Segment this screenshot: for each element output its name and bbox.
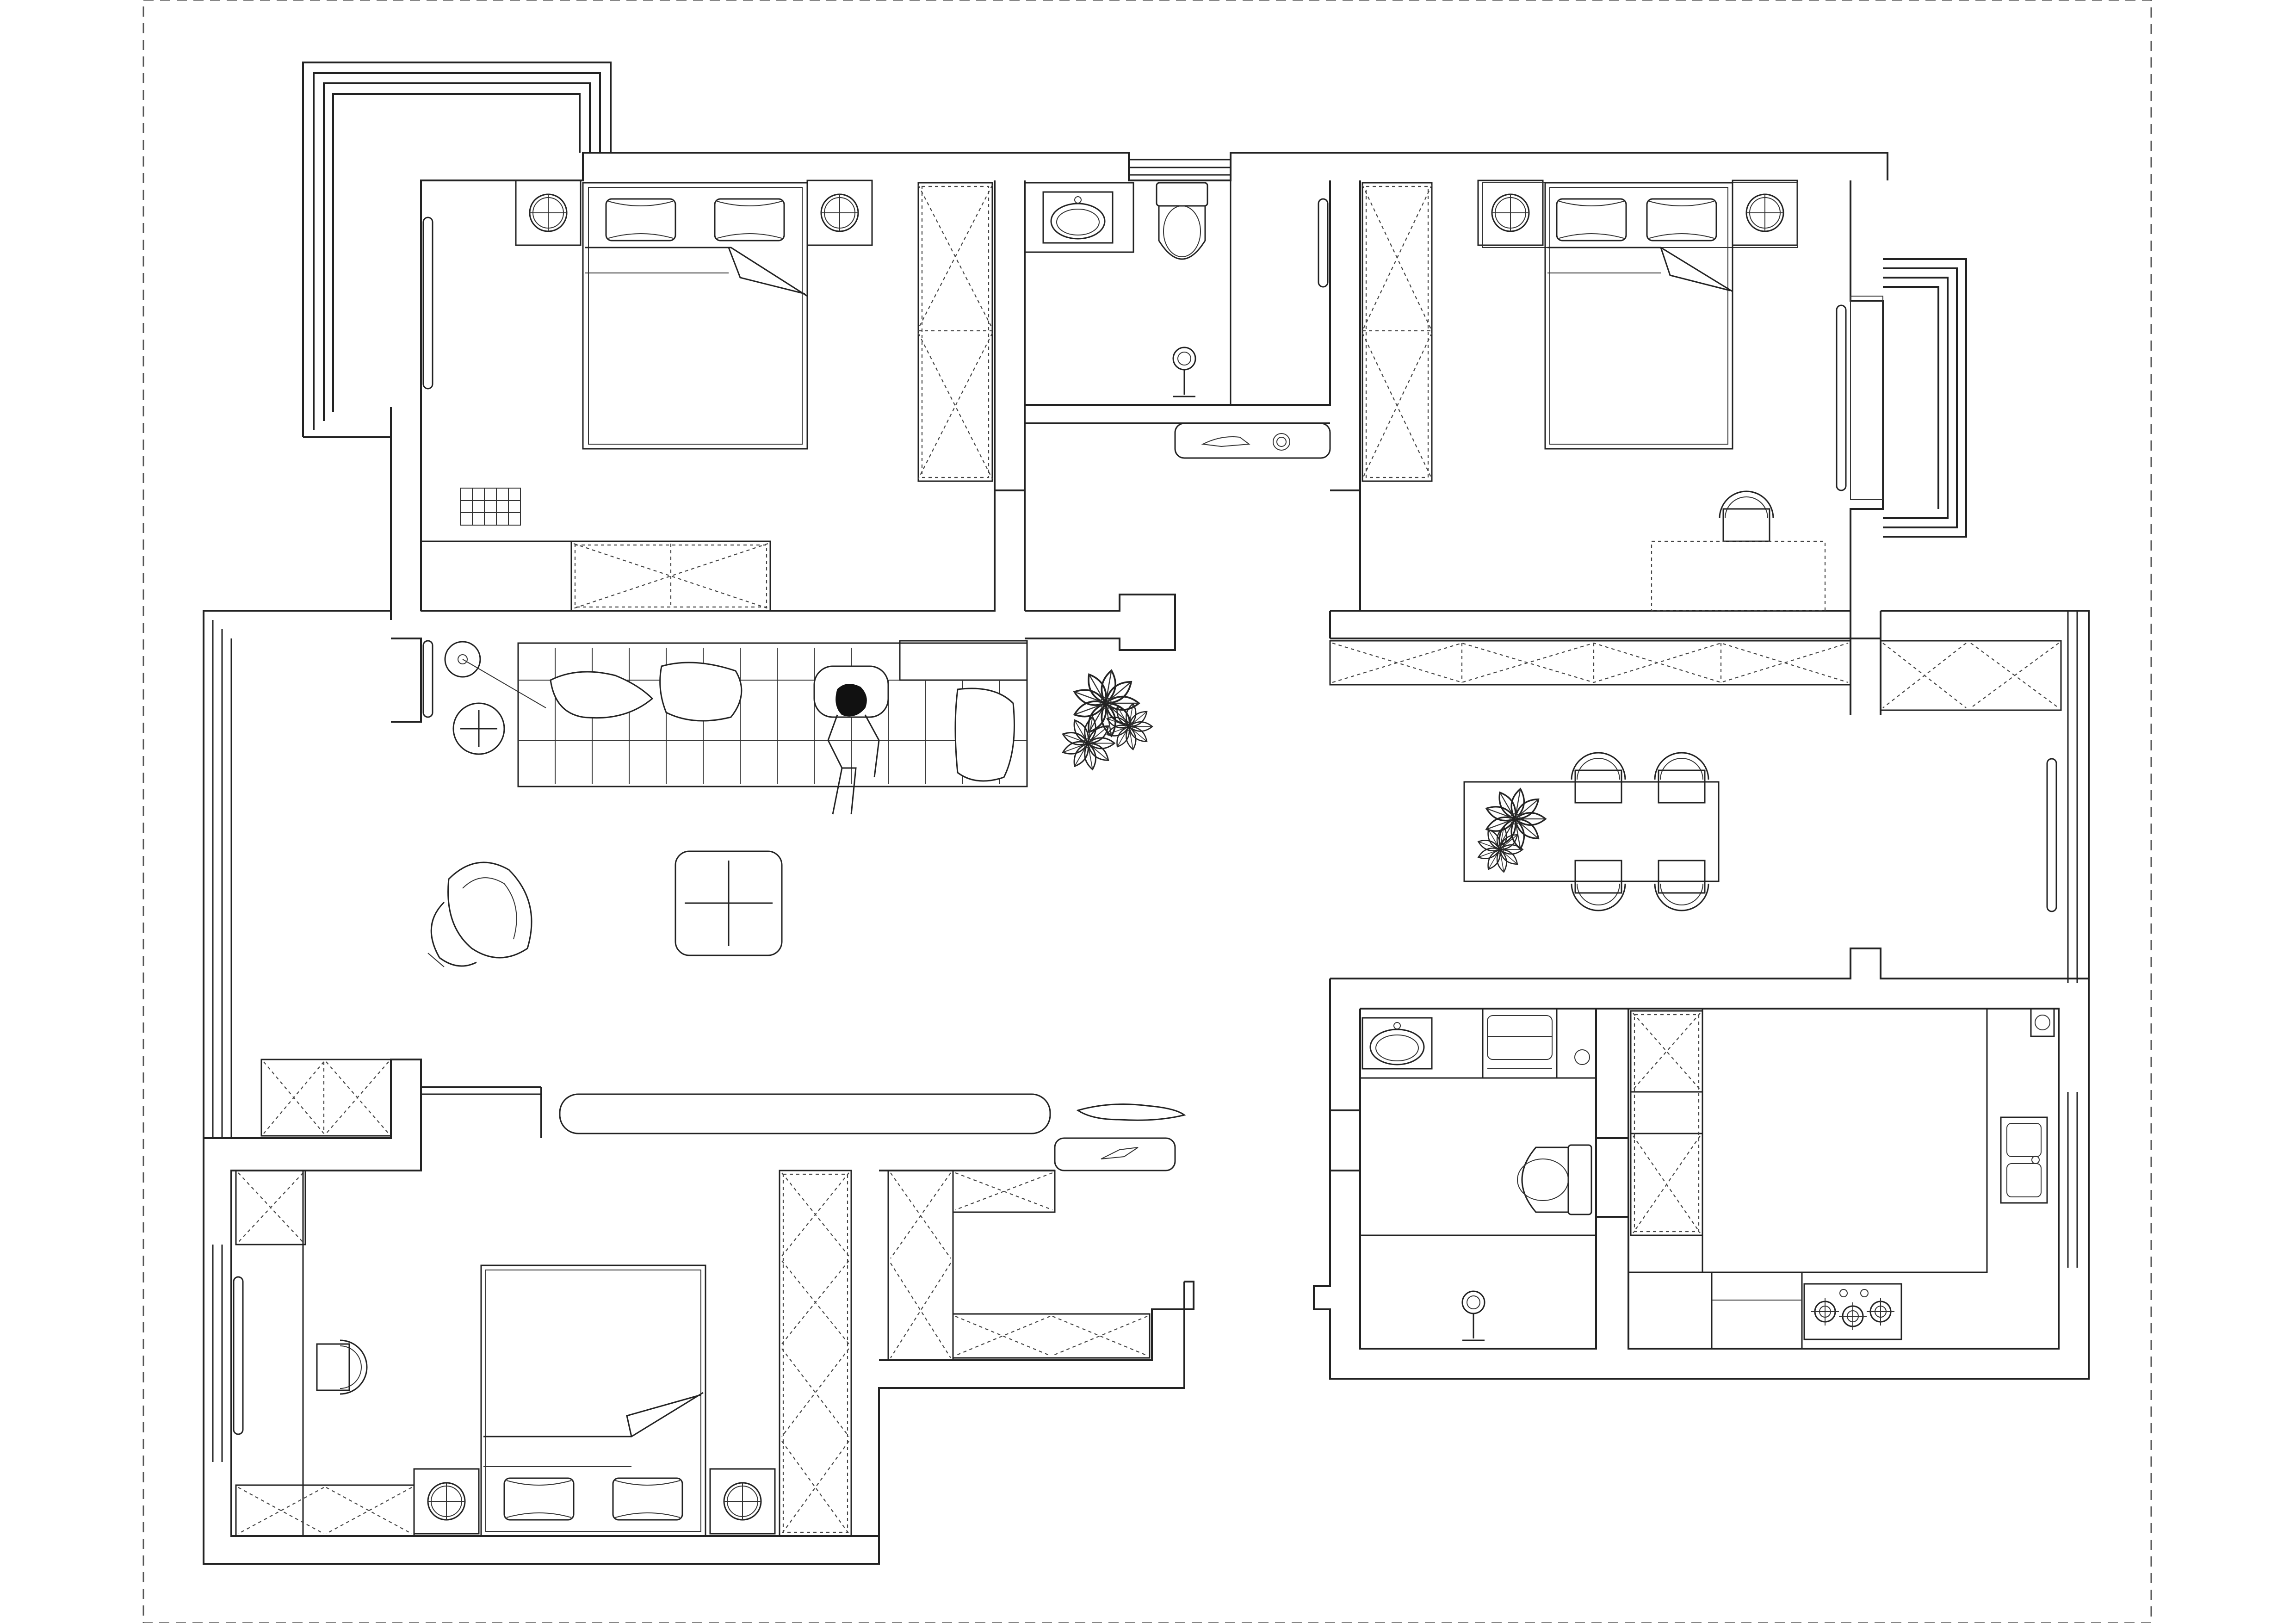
- bed-top-left: [582, 182, 808, 450]
- tv-cabinet: [1329, 640, 1851, 686]
- living-room: [427, 640, 2062, 967]
- dining-table: [1463, 781, 1720, 882]
- plant-living: [1061, 669, 1152, 771]
- bedroom-top-left: [420, 180, 993, 612]
- wardrobe-top-right: [1362, 182, 1433, 482]
- kitchen: [1628, 1008, 2055, 1350]
- cooktop: [1803, 1283, 1902, 1340]
- person-figure: [813, 665, 889, 815]
- washing-machine: [1482, 1008, 1558, 1079]
- toilet-bottom: [1517, 1144, 1592, 1215]
- keypad-grid: [460, 488, 521, 526]
- window-bars: [233, 198, 2057, 1435]
- wardrobe-bottom-left: [779, 1170, 852, 1537]
- cabinet-top-left: [570, 540, 771, 612]
- wardrobe-top-left: [917, 182, 993, 482]
- drawing-frame: [142, 0, 2152, 1623]
- lounge-chair: [427, 861, 532, 967]
- bathroom-top: [1024, 182, 1331, 459]
- exterior-walls: [203, 62, 2090, 1565]
- interior-walls: [204, 180, 2089, 1564]
- bed-top-right: [1544, 182, 1733, 450]
- toilet-top: [1156, 182, 1208, 260]
- bed-bottom-left: [480, 1264, 706, 1537]
- dining-area: [1463, 752, 1720, 911]
- coffee-table: [675, 850, 783, 956]
- bedroom-bottom-left: [235, 1059, 1186, 1537]
- bedroom-top-right: [1362, 180, 1883, 612]
- sofa: [517, 640, 1028, 787]
- bathroom-bottom-right: [1362, 1008, 1592, 1341]
- kitchen-sink: [2000, 1116, 2048, 1204]
